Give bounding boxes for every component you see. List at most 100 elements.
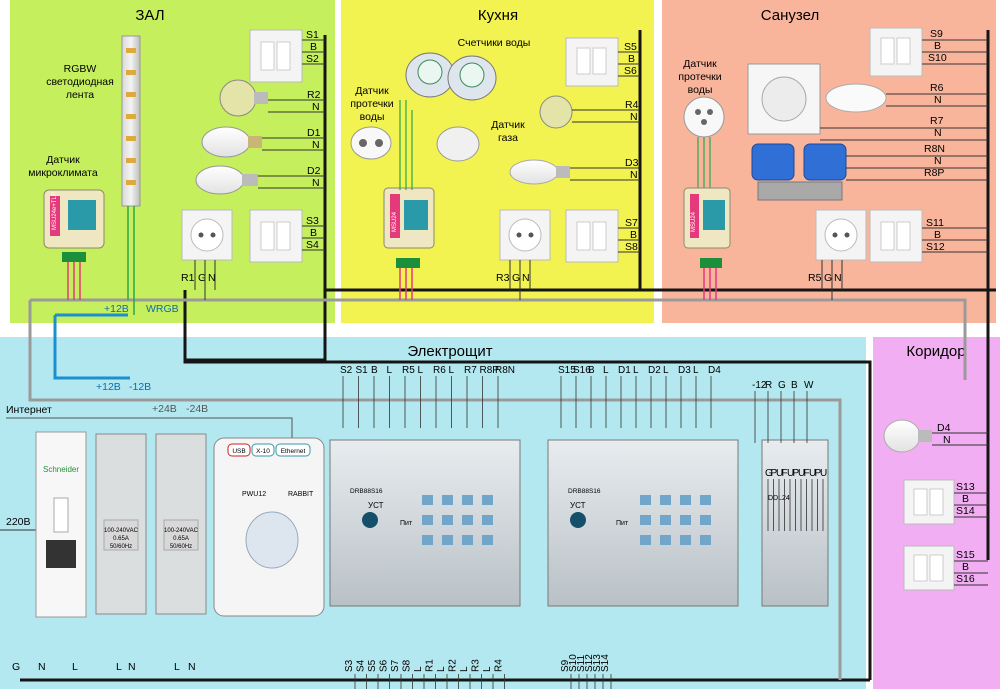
drb2-bot-term-0: S9 — [560, 659, 571, 672]
led-spot-bulb — [219, 79, 257, 117]
psu2-spec-2: 0.65A — [173, 536, 189, 542]
panel-bus-plus: +12B — [96, 381, 121, 393]
breaker-brand: Schneider — [43, 465, 79, 474]
panel-bus24-plus: +24B — [152, 403, 177, 415]
bath-sw2-b: B — [934, 229, 941, 241]
bath-r8-n: N — [934, 155, 942, 167]
corridor-sw2-c: S16 — [956, 573, 975, 585]
led-label-3: лента — [66, 89, 94, 101]
drb2-bot-term-5: S14 — [600, 654, 611, 672]
gw-port-usb: USB — [232, 448, 245, 455]
cfl-bulb — [825, 83, 887, 113]
bath-r8n: R8N — [924, 143, 945, 155]
climate-sensor-model: MSU24e+TLP — [52, 192, 58, 230]
bath-r8p: R8P — [924, 167, 944, 179]
drb2-top-term-4: D1 — [618, 365, 631, 376]
corridor-d4-n: N — [943, 434, 951, 446]
ddl-term-8: U — [809, 468, 816, 479]
drb2-top-term-8: D3 — [678, 365, 691, 376]
hall-socket-g: G — [198, 272, 206, 284]
hall-socket-r: R1 — [181, 272, 195, 284]
drb2-top-term-1: S16 — [573, 365, 591, 376]
kitchen-socket-g: G — [512, 272, 520, 284]
bath-leak-1: Датчик — [683, 58, 717, 70]
kitchen-sw1-c: S6 — [624, 65, 637, 77]
drb1-bot-term-3: S6 — [379, 659, 390, 672]
drb2-top-term-10: D4 — [708, 365, 721, 376]
drb1-bot-term-7: R1 — [425, 659, 436, 672]
drb1-top-term-4: R5 — [402, 365, 415, 376]
corridor-sw1-c: S14 — [956, 505, 975, 517]
drb1-top-term-3: L — [387, 365, 393, 376]
kitchen-sw2-c: S8 — [625, 241, 638, 253]
drb1-bot-term-0: S3 — [344, 659, 355, 672]
drb1-pit: Пит — [400, 520, 413, 527]
ddl-top-term-3: B — [791, 380, 798, 391]
kitchen-devices: Счетчики воды Датчик протечки воды Датчи… — [350, 37, 640, 300]
drb2-bot-term-1: S10 — [568, 654, 579, 672]
drb1-bot-term-5: S8 — [402, 659, 413, 672]
gw-rabbit: RABBIT — [288, 491, 314, 498]
v220-label: 220B — [6, 516, 31, 528]
kitchen-sw1-a: S5 — [624, 41, 637, 53]
ddl-top-term-1: R — [765, 380, 772, 391]
drb1-bot-term-2: S5 — [367, 659, 378, 672]
ddl-term-7: F — [804, 468, 810, 479]
drb2-ust: УСТ — [570, 501, 586, 510]
kitchen-r4: R4 — [625, 99, 639, 111]
drb1-bot-term-10: L — [459, 666, 470, 672]
meters-label: Счетчики воды — [458, 37, 531, 49]
mains-n: N — [38, 661, 46, 673]
drb1-bot-term-1: S4 — [356, 659, 367, 672]
gas-label-2: газа — [498, 132, 518, 144]
room-title-panel: Электрощит — [407, 343, 492, 360]
bath-sw1-c: S10 — [928, 52, 947, 64]
ddl-term-1: P — [771, 468, 778, 479]
valve-2 — [803, 143, 847, 181]
psu2-l: L — [174, 661, 180, 673]
bath-sw1-b: B — [934, 40, 941, 52]
bath-r7: R7 — [930, 115, 944, 127]
hall-sw2-a: S3 — [306, 215, 319, 227]
drb1-top-term-2: B — [371, 365, 378, 376]
corridor-devices: D4 N S13 B S14 S15 B S16 — [883, 419, 988, 591]
ddl-term-6: U — [798, 468, 805, 479]
power-bus — [20, 30, 996, 682]
panel-bus-minus: -12B — [129, 381, 151, 393]
hall-r2-n: N — [312, 101, 320, 113]
bath-sw1-a: S9 — [930, 28, 943, 40]
internet-label: Интернет — [6, 404, 52, 416]
corridor-d4: D4 — [937, 422, 951, 434]
gw-port-x10: X-10 — [256, 448, 270, 455]
corridor-sw1-b: B — [962, 493, 969, 505]
drb2-top-term-9: L — [693, 365, 699, 376]
bath-r7-n: N — [934, 127, 942, 139]
kitchen-spot-bulb — [539, 95, 573, 129]
mains-l: L — [72, 661, 78, 673]
led-strip — [121, 35, 141, 207]
led-label-1: RGBW — [64, 63, 97, 75]
gw-port-eth: Ethernet — [281, 448, 306, 455]
psu2-n: N — [188, 661, 196, 673]
kitchen-leak-3: воды — [360, 111, 385, 123]
gw-name: PWU12 — [242, 491, 266, 498]
psu1-l: L — [116, 661, 122, 673]
drb2-bot-term-2: S11 — [576, 655, 587, 672]
kitchen-leak-2: протечки — [350, 98, 393, 110]
drb1-bot-term-11: R3 — [471, 659, 482, 672]
kitchen-d3-n: N — [630, 169, 638, 181]
hall-d1-n: N — [312, 139, 320, 151]
ddl24-dimmer — [761, 439, 829, 607]
hall-wrgb-label: WRGB — [146, 303, 179, 315]
drb2-top-term-2: B — [588, 365, 595, 376]
kitchen-r4-n: N — [630, 111, 638, 123]
drb1-ust: УСТ — [368, 501, 384, 510]
panel-devices: +12B -12B +24B -24B Интернет 220B Schnei… — [0, 365, 829, 689]
hall-sw2-b: B — [310, 227, 317, 239]
ddl-term-3: F — [782, 468, 788, 479]
led-bulb — [195, 165, 245, 195]
valve-1 — [751, 143, 795, 181]
